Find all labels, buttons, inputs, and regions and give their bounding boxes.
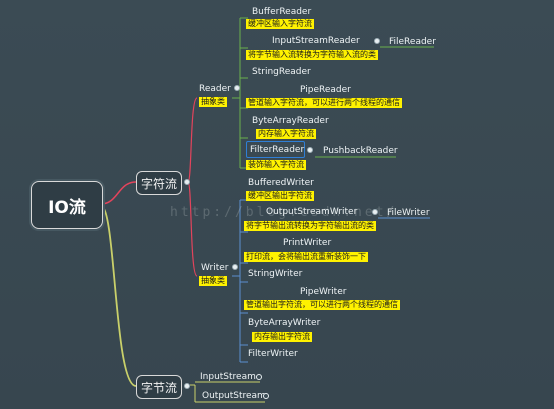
root-node[interactable]: IO流 xyxy=(31,181,103,229)
reader-collapse-dot[interactable] xyxy=(234,85,240,91)
char-stream-collapse-dot[interactable] xyxy=(184,179,190,185)
filter-reader-note: 装饰输入字符流 xyxy=(246,160,306,170)
print-writer-node[interactable]: PrintWriter xyxy=(283,238,332,248)
pushback-reader-node[interactable]: PushbackReader xyxy=(323,146,398,156)
filter-writer-node[interactable]: FilterWriter xyxy=(248,349,298,359)
input-stream-reader-node[interactable]: InputStreamReader xyxy=(272,36,360,46)
output-stream-writer-node[interactable]: OutputStreamWriter xyxy=(266,207,358,217)
output-stream-node[interactable]: OutputStream xyxy=(202,391,266,401)
reader-note: 抽象类 xyxy=(199,97,227,107)
writer-note: 抽象类 xyxy=(199,276,227,286)
filter-reader-selection-box xyxy=(246,141,305,158)
watermark-text: http://blog.csdn.net/ xyxy=(170,205,398,220)
pipe-writer-note: 管道输出字符流，可以进行两个线程的通信 xyxy=(244,300,400,310)
writer-node[interactable]: Writer xyxy=(201,263,229,273)
byte-array-reader-node[interactable]: ByteArrayReader xyxy=(252,116,329,126)
buffered-writer-node[interactable]: BufferedWriter xyxy=(248,178,314,188)
buffer-reader-note: 缓冲区输入字符流 xyxy=(246,19,314,29)
byte-array-reader-note: 内存输入字符流 xyxy=(256,129,316,139)
file-writer-node[interactable]: FileWriter xyxy=(387,208,430,218)
string-writer-node[interactable]: StringWriter xyxy=(248,269,303,279)
pipe-writer-node[interactable]: PipeWriter xyxy=(300,287,347,297)
pipe-reader-node[interactable]: PipeReader xyxy=(300,85,351,95)
input-stream-expand-dot[interactable] xyxy=(256,374,262,380)
input-stream-reader-dot[interactable] xyxy=(374,38,380,44)
byte-stream-node[interactable]: 字节流 xyxy=(136,375,182,399)
buffered-writer-note: 缓冲区输出字符流 xyxy=(246,191,314,201)
filter-reader-dot[interactable] xyxy=(307,147,313,153)
output-stream-expand-dot[interactable] xyxy=(263,393,269,399)
buffer-reader-node[interactable]: BufferReader xyxy=(252,7,312,17)
string-reader-node[interactable]: StringReader xyxy=(252,67,311,77)
output-stream-writer-dot[interactable] xyxy=(372,209,378,215)
output-stream-writer-note: 将字节输出流转换为字符输出流的类 xyxy=(244,221,376,231)
file-reader-node[interactable]: FileReader xyxy=(389,37,436,47)
input-stream-reader-note: 将字节输入流转换为字符输入流的类 xyxy=(246,50,378,60)
writer-collapse-dot[interactable] xyxy=(232,264,238,270)
char-stream-node[interactable]: 字符流 xyxy=(136,171,182,195)
byte-stream-collapse-dot[interactable] xyxy=(184,383,190,389)
reader-node[interactable]: Reader xyxy=(199,84,231,94)
byte-array-writer-note: 内存输出字符流 xyxy=(252,332,312,342)
pipe-reader-note: 管道输入字符流，可以进行两个线程的通信 xyxy=(246,98,402,108)
filter-reader-node[interactable]: FilterReader xyxy=(250,145,305,155)
print-writer-note: 打印流，会将输出流重新装饰一下 xyxy=(244,252,368,262)
byte-array-writer-node[interactable]: ByteArrayWriter xyxy=(248,318,321,328)
input-stream-node[interactable]: InputStream xyxy=(200,372,256,382)
